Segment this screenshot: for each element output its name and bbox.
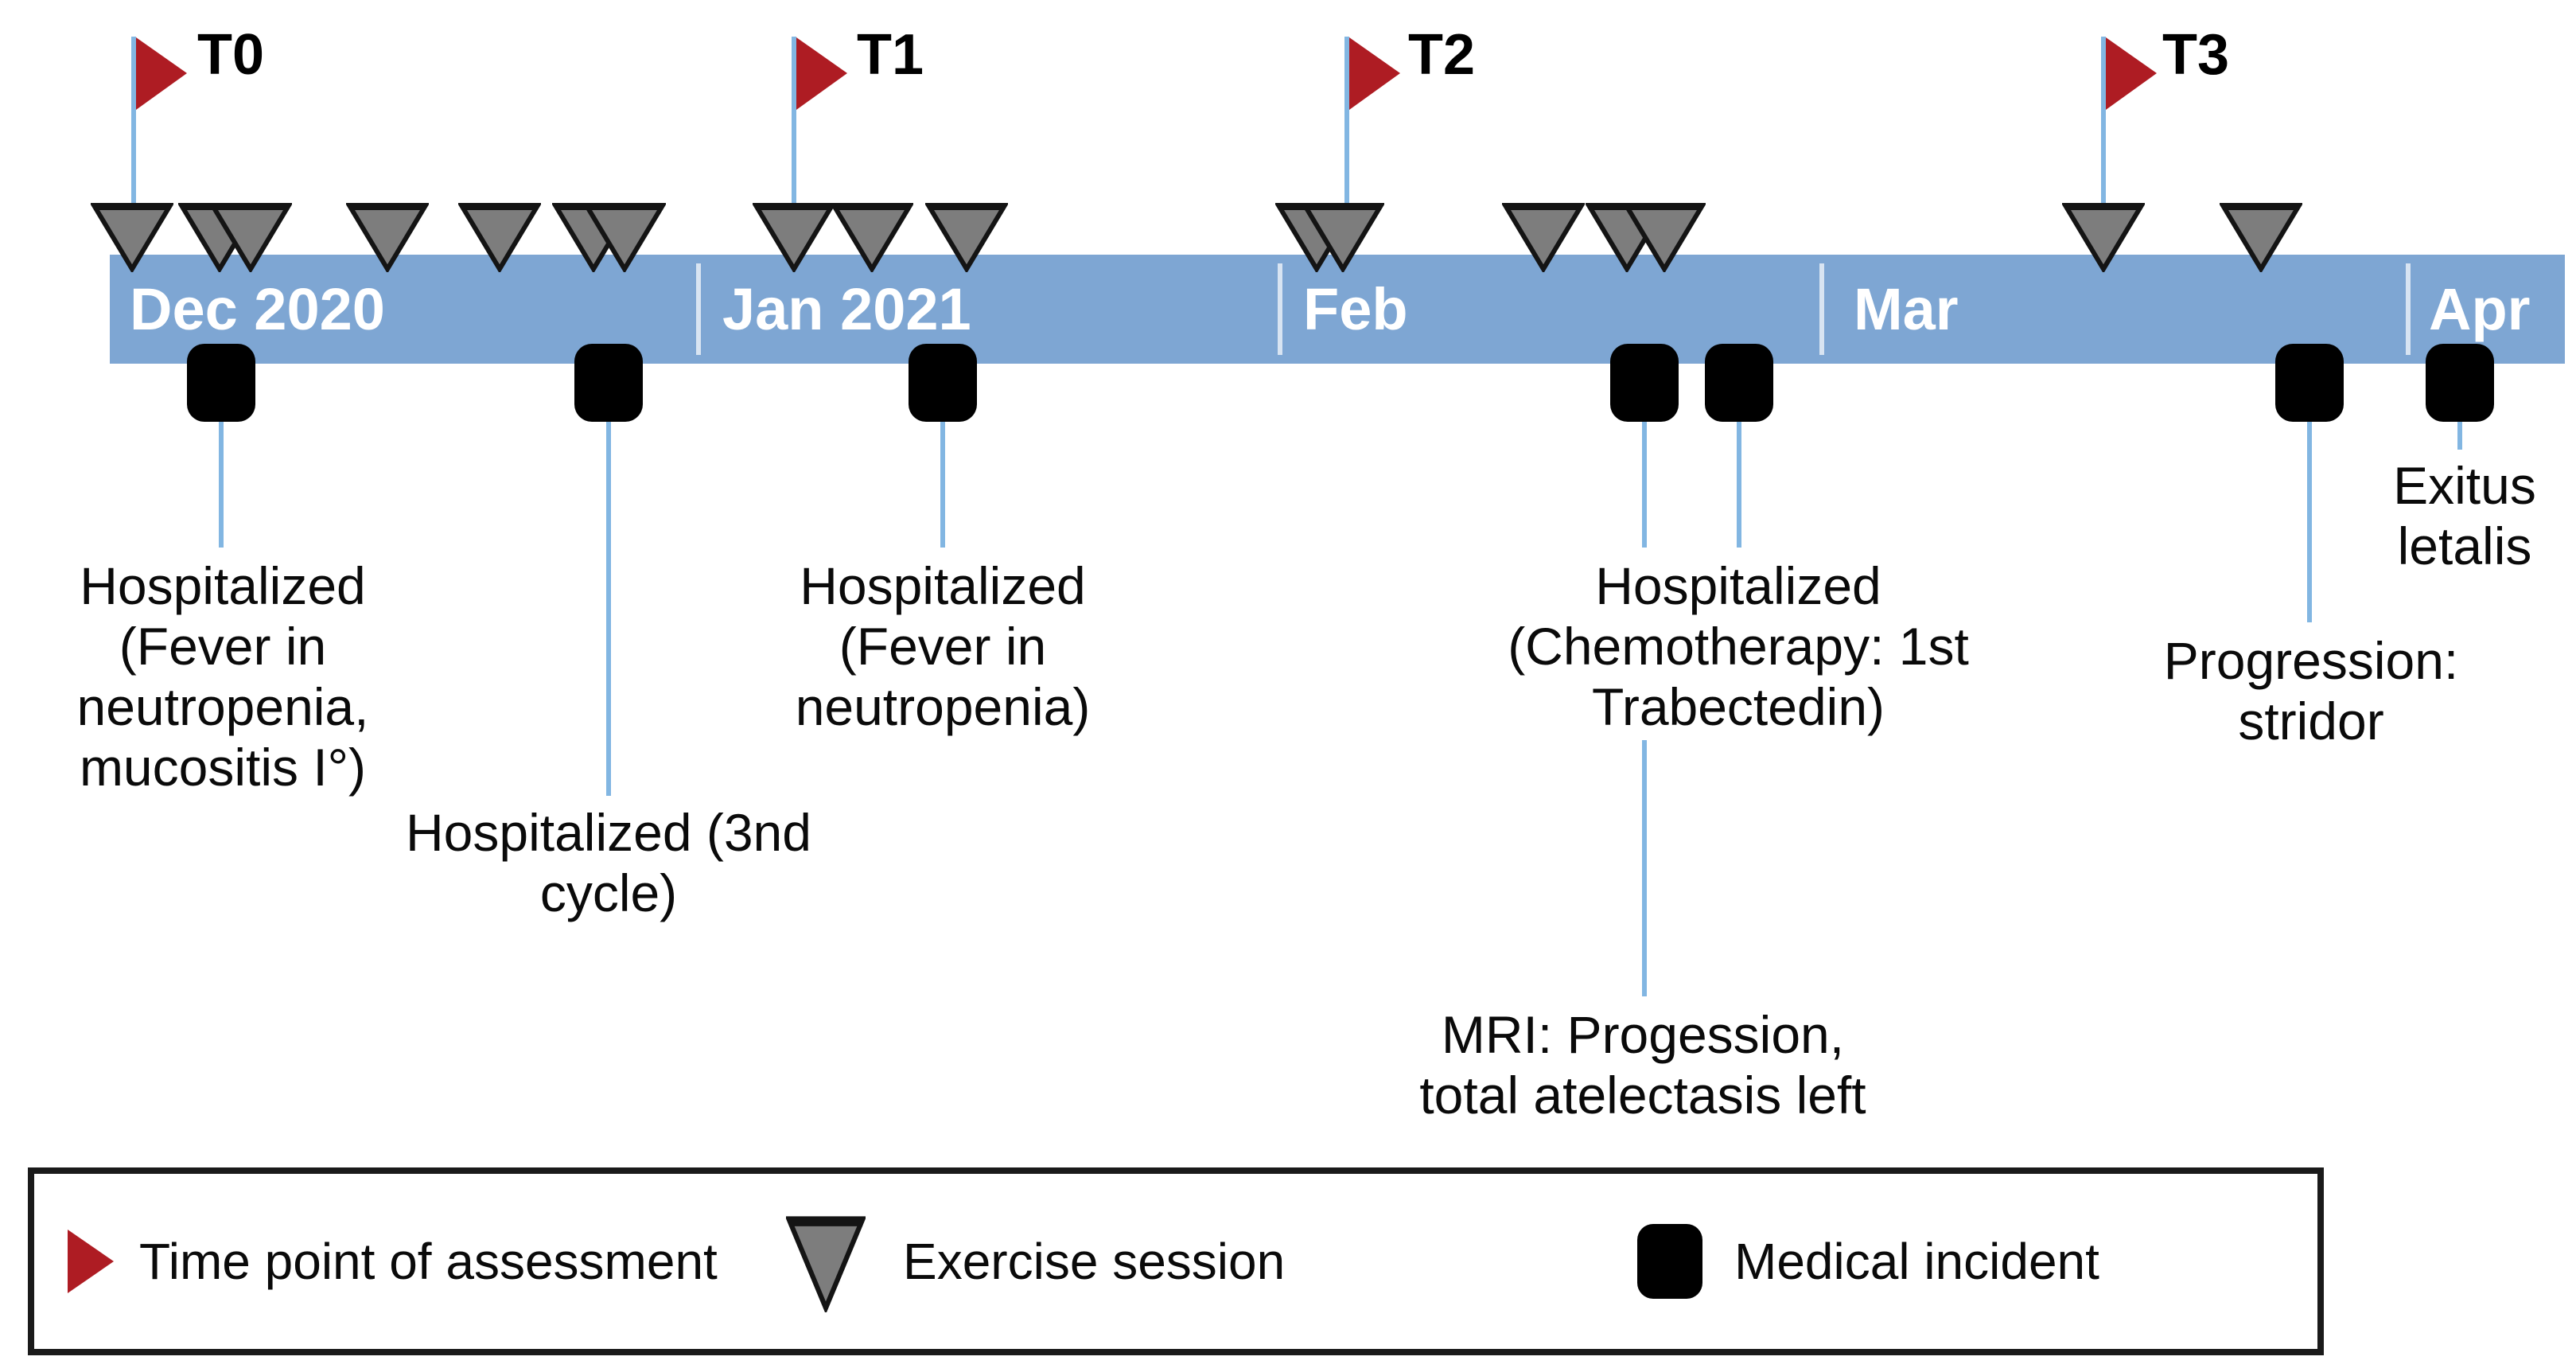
assessment-flag-icon [796,37,847,110]
exercise-session-triangle-icon [2218,202,2304,274]
month-divider [1278,263,1282,355]
assessment-label: T3 [2162,23,2230,87]
exercise-session-triangle-icon [344,202,430,274]
exercise-session-triangle-icon [829,202,915,274]
assessment-label: T2 [1408,23,1476,87]
exercise-session-triangle-icon [1300,202,1386,274]
assessment-flag-icon [136,37,187,110]
incident-annotation: Hospitalized (Chemotherapy: 1st Trabecte… [1508,556,1969,736]
month-label: Mar [1854,276,1959,342]
exercise-session-triangle-icon [784,1215,867,1315]
incident-square-icon [1637,1224,1702,1299]
month-label: Apr [2429,276,2531,342]
incident-annotation: Hospitalized (Fever in neutropenia, muco… [76,556,369,797]
timeline-bar [110,255,2565,364]
assessment-flag-icon [2106,37,2157,110]
incident-connector-line [1642,422,1647,548]
incident-connector-line [1642,740,1647,996]
assessment-label: T0 [197,23,265,87]
assessment-label: T1 [857,23,924,87]
legend-label: Medical incident [1734,1233,2099,1290]
incident-annotation: Exitus letalis [2393,456,2536,575]
exercise-session-triangle-icon [1500,202,1586,274]
legend-label: Exercise session [903,1233,1286,1290]
assessment-flag-icon [68,1230,114,1293]
incident-annotation: Hospitalized (3nd cycle) [406,803,811,922]
month-label: Dec 2020 [130,276,385,342]
assessment-flag-icon [1349,37,1400,110]
flag-pole [1344,37,1349,258]
month-label: Feb [1303,276,1408,342]
exercise-session-triangle-icon [2060,202,2146,274]
medical-incident-square-icon [909,344,977,422]
incident-connector-line [2307,422,2312,622]
medical-incident-square-icon [1705,344,1773,422]
month-label: Jan 2021 [722,276,971,342]
medical-incident-square-icon [2426,344,2494,422]
incident-annotation: MRI: Progession, total atelectasis left [1419,1005,1866,1124]
exercise-session-triangle-icon [1621,202,1707,274]
legend-box [28,1167,2324,1355]
legend-label: Time point of assessment [139,1233,718,1290]
medical-incident-square-icon [2275,344,2344,422]
incident-connector-line [606,422,611,796]
medical-incident-square-icon [187,344,255,422]
incident-connector-line [1737,422,1741,548]
flag-pole [131,37,136,258]
flag-pole [792,37,796,258]
exercise-session-triangle-icon [924,202,1010,274]
exercise-session-triangle-icon [751,202,837,274]
incident-connector-line [940,422,945,548]
flag-pole [2101,37,2106,258]
exercise-session-triangle-icon [457,202,543,274]
incident-connector-line [2457,422,2462,450]
month-divider [696,263,701,355]
exercise-session-triangle-icon [208,202,294,274]
month-divider [1819,263,1824,355]
incident-annotation: Hospitalized (Fever in neutropenia) [795,556,1091,736]
medical-incident-square-icon [574,344,643,422]
exercise-session-triangle-icon [582,202,667,274]
exercise-session-triangle-icon [89,202,175,274]
incident-connector-line [219,422,224,548]
month-divider [2406,263,2411,355]
incident-annotation: Progression: stridor [2163,631,2459,750]
medical-incident-square-icon [1610,344,1679,422]
